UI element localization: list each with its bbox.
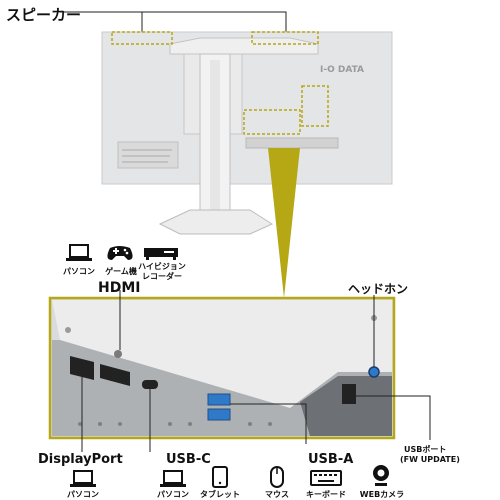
gamepad-icon [107, 246, 133, 260]
headphone-label: ヘッドホン [348, 282, 409, 296]
tablet-icon [212, 466, 228, 488]
monitor-back-illustration: I-O DATA [60, 11, 393, 298]
device-label-mouse: マウス [265, 490, 289, 499]
brand-logo: I-O DATA [320, 65, 364, 75]
device-label-pc-hdmi: パソコン [63, 267, 95, 276]
speaker-label: スピーカー [6, 6, 82, 24]
device-label-tablet: タブレット [200, 490, 240, 499]
laptop-icon [70, 470, 96, 487]
hdmi-label: HDMI [98, 280, 141, 296]
laptop-icon [66, 244, 92, 261]
recorder-icon [144, 248, 178, 260]
usb-port-label: USBポート [404, 445, 447, 454]
device-label-webcam: WEBカメラ [359, 490, 405, 499]
usbc-label: USB-C [166, 452, 211, 467]
device-label-game: ゲーム機 [105, 267, 137, 276]
usba-label: USB-A [308, 452, 354, 467]
device-label-pc-dp: パソコン [67, 490, 99, 499]
mouse-icon [270, 466, 284, 488]
displayport-label: DisplayPort [38, 452, 123, 467]
device-label-keyboard: キーボード [306, 490, 346, 499]
keyboard-icon [310, 470, 342, 486]
laptop-icon [160, 470, 186, 487]
device-label-pc-usbc: パソコン [157, 490, 189, 499]
webcam-icon [373, 465, 389, 486]
fw-update-label: (FW UPDATE) [400, 455, 460, 464]
device-label-recorder: ハイビジョン レコーダー [138, 262, 186, 281]
